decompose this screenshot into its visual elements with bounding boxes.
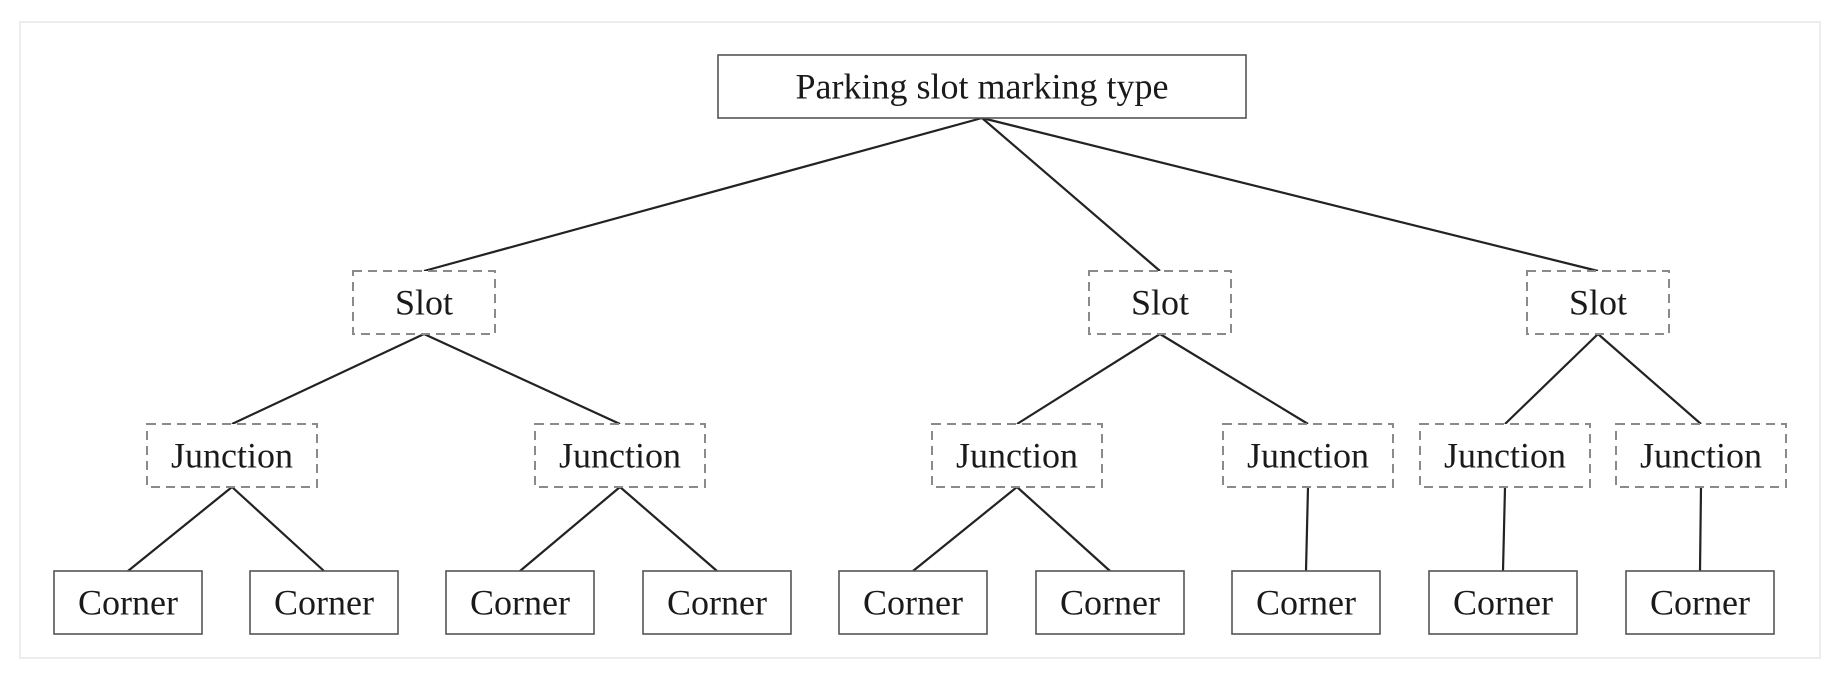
slot-node-label: Slot — [1569, 283, 1627, 323]
junction-node-label: Junction — [1444, 436, 1566, 476]
root-node: Parking slot marking type — [717, 54, 1247, 119]
junction-node-label: Junction — [559, 436, 681, 476]
slot-node: Slot — [1088, 270, 1232, 335]
connector-line — [619, 486, 718, 572]
connector-line — [1304, 486, 1310, 572]
connector-line — [423, 116, 983, 273]
slot-node-label: Slot — [395, 283, 453, 323]
connector-line — [912, 486, 1018, 572]
slot-node-box — [1088, 270, 1232, 335]
corner-node: Corner — [1035, 570, 1185, 635]
corner-node-box — [53, 570, 203, 635]
corner-node-label: Corner — [863, 583, 963, 623]
corner-node-box — [445, 570, 595, 635]
tree-nodes: Parking slot marking typeSlotJunctionCor… — [53, 54, 1787, 635]
corner-node-box — [838, 570, 988, 635]
connector-line — [1016, 333, 1161, 425]
junction-node-box — [1615, 423, 1787, 488]
connector-lines — [127, 116, 1703, 572]
corner-node: Corner — [249, 570, 399, 635]
slot-node: Slot — [1526, 270, 1670, 335]
corner-node-label: Corner — [1453, 583, 1553, 623]
corner-node-label: Corner — [274, 583, 374, 623]
junction-node-label: Junction — [1247, 436, 1369, 476]
connector-line — [1504, 333, 1599, 425]
slot-node-box — [352, 270, 496, 335]
junction-node-label: Junction — [1640, 436, 1762, 476]
corner-node: Corner — [1625, 570, 1775, 635]
corner-node-label: Corner — [470, 583, 570, 623]
connector-line — [231, 333, 425, 425]
junction-node: Junction — [1419, 423, 1591, 488]
slot-node-box — [1526, 270, 1670, 335]
corner-node-box — [1428, 570, 1578, 635]
connector-line — [519, 486, 621, 572]
junction-node-box — [931, 423, 1103, 488]
connector-line — [423, 333, 621, 425]
corner-node-box — [642, 570, 792, 635]
junction-node: Junction — [1222, 423, 1394, 488]
junction-node: Junction — [534, 423, 706, 488]
corner-node-box — [1035, 570, 1185, 635]
connector-line — [1159, 333, 1309, 425]
corner-node-box — [1625, 570, 1775, 635]
corner-node-label: Corner — [667, 583, 767, 623]
connector-line — [127, 486, 233, 572]
junction-node-label: Junction — [171, 436, 293, 476]
connector-line — [1597, 333, 1702, 425]
corner-node: Corner — [838, 570, 988, 635]
corner-node-box — [249, 570, 399, 635]
junction-node: Junction — [146, 423, 318, 488]
connector-line — [1016, 486, 1111, 572]
connector-line — [981, 116, 1599, 273]
corner-node-label: Corner — [1256, 583, 1356, 623]
connector-line — [1698, 486, 1703, 572]
slot-node-label: Slot — [1131, 283, 1189, 323]
junction-node: Junction — [1615, 423, 1787, 488]
corner-node: Corner — [53, 570, 203, 635]
junction-node-label: Junction — [956, 436, 1078, 476]
junction-node-box — [1419, 423, 1591, 488]
connector-line — [1501, 486, 1507, 572]
corner-node-label: Corner — [78, 583, 178, 623]
corner-node: Corner — [445, 570, 595, 635]
junction-node: Junction — [931, 423, 1103, 488]
corner-node-box — [1231, 570, 1381, 635]
diagram-frame — [19, 21, 1821, 659]
slot-node: Slot — [352, 270, 496, 335]
connector-line — [981, 117, 1161, 272]
corner-node: Corner — [642, 570, 792, 635]
corner-node-label: Corner — [1650, 583, 1750, 623]
corner-node: Corner — [1428, 570, 1578, 635]
root-node-label: Parking slot marking type — [796, 67, 1169, 107]
corner-node: Corner — [1231, 570, 1381, 635]
junction-node-box — [1222, 423, 1394, 488]
connector-line — [231, 486, 325, 572]
corner-node-label: Corner — [1060, 583, 1160, 623]
junction-node-box — [146, 423, 318, 488]
junction-node-box — [534, 423, 706, 488]
root-node-box — [717, 54, 1247, 119]
